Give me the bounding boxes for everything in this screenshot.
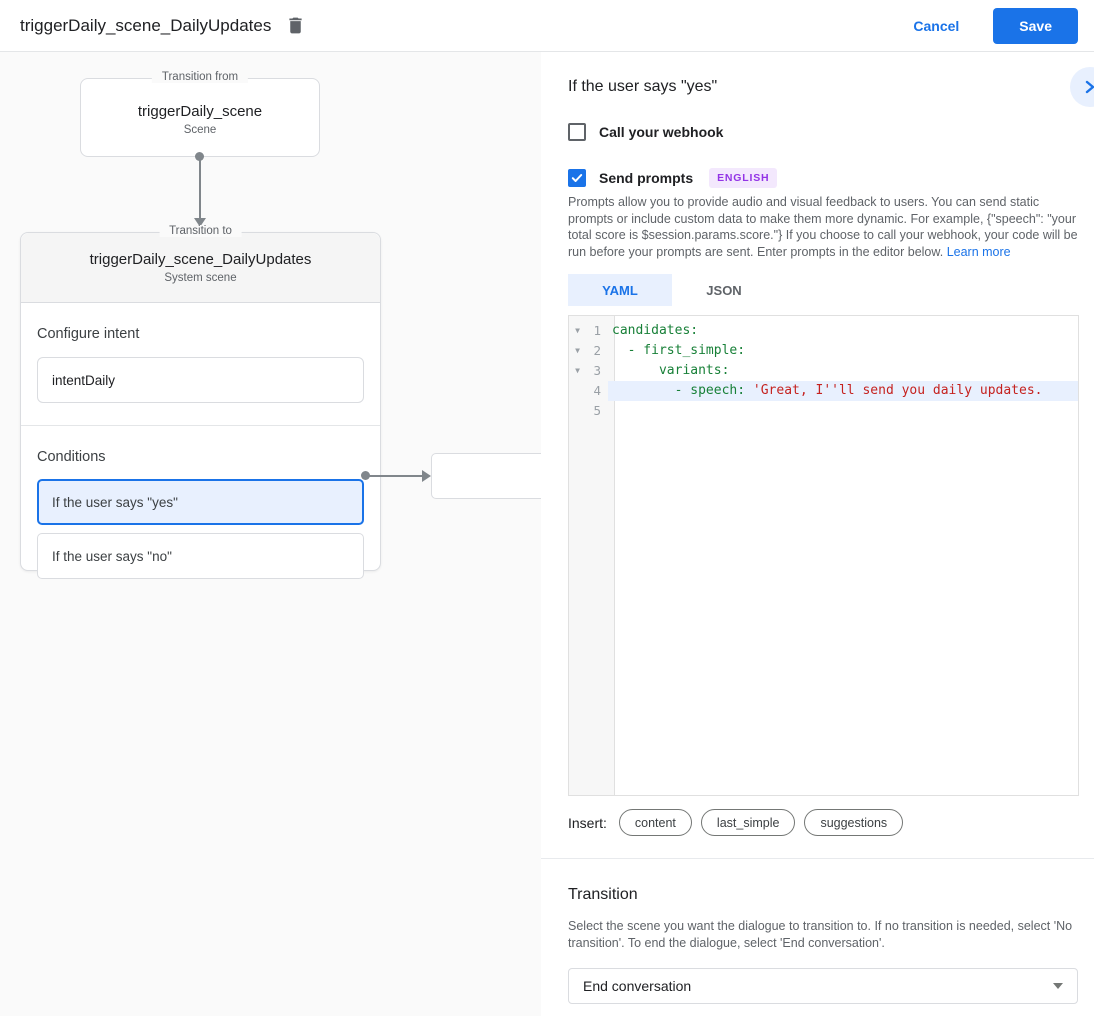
code-key: candidates: (612, 323, 699, 338)
scene-graph-canvas: Transition from triggerDaily_scene Scene… (0, 52, 541, 1016)
cancel-button[interactable]: Cancel (913, 17, 960, 34)
intent-field-value: intentDaily (52, 372, 116, 388)
code-line: ▼ 1 candidates: (569, 321, 1078, 341)
insert-last-simple-button[interactable]: last_simple (700, 809, 796, 836)
prompts-description: Prompts allow you to provide audio and v… (568, 194, 1082, 260)
trash-icon (289, 17, 302, 34)
language-badge: ENGLISH (709, 168, 778, 188)
prompts-description-text: Prompts allow you to provide audio and v… (568, 195, 1078, 259)
transition-to-node: Transition to triggerDaily_scene_DailyUp… (20, 225, 381, 579)
collapse-panel-button[interactable] (1070, 67, 1094, 107)
prompt-code-editor[interactable]: ▼ 1 candidates: ▼ 2 - first_simple: ▼ 3 … (568, 315, 1079, 796)
transition-target-node[interactable] (431, 453, 541, 499)
code-key: variants: (612, 363, 730, 378)
transition-select-value: End conversation (583, 978, 692, 994)
line-number: 5 (593, 403, 601, 418)
transition-heading: Transition (568, 886, 638, 903)
insert-content-button[interactable]: content (618, 809, 692, 836)
webhook-label: Call your webhook (599, 124, 724, 140)
from-scene-name: triggerDaily_scene (137, 103, 263, 120)
fold-arrow-icon[interactable]: ▼ (575, 366, 580, 375)
condition-details-panel: If the user says "yes" Call your webhook… (541, 52, 1094, 1016)
line-number: 1 (593, 323, 601, 338)
card-divider (21, 425, 380, 426)
transition-description: Select the scene you want the dialogue t… (568, 919, 1073, 950)
check-icon (571, 174, 583, 182)
line-number: 4 (593, 383, 601, 398)
condition-no[interactable]: If the user says "no" (37, 533, 364, 579)
connector-arrowhead-down (194, 218, 206, 227)
page-title: triggerDaily_scene_DailyUpdates (20, 15, 272, 35)
fold-arrow-icon (569, 401, 586, 421)
to-scene-name: triggerDaily_scene_DailyUpdates (89, 251, 312, 268)
scene-card-header: triggerDaily_scene_DailyUpdates System s… (21, 233, 380, 303)
connector-dot (195, 152, 204, 161)
fold-arrow-icon (569, 381, 586, 401)
connector-arrowhead-right (422, 470, 431, 482)
code-line: ▼ 2 - first_simple: (569, 341, 1078, 361)
condition-heading: If the user says "yes" (568, 78, 718, 95)
header: triggerDaily_scene_DailyUpdates Cancel S… (0, 0, 1094, 52)
code-line: ▼ 3 variants: (569, 361, 1078, 381)
code-string: 'Great, I''ll send you daily updates. (752, 383, 1043, 398)
fold-arrow-icon[interactable]: ▼ (575, 346, 580, 355)
connector-line-vertical (199, 157, 201, 219)
send-prompts-checkbox[interactable] (568, 169, 586, 187)
to-scene-type: System scene (164, 272, 237, 284)
dropdown-caret-icon (1053, 983, 1063, 989)
conditions-label: Conditions (37, 449, 106, 465)
call-webhook-row[interactable]: Call your webhook (568, 123, 723, 141)
from-scene-type: Scene (183, 124, 217, 136)
send-prompts-label: Send prompts (599, 170, 694, 186)
tab-json[interactable]: JSON (706, 282, 742, 298)
insert-label: Insert: (568, 814, 607, 831)
insert-suggestions-button[interactable]: suggestions (804, 809, 904, 836)
learn-more-link[interactable]: Learn more (946, 244, 1011, 259)
transition-to-legend: Transition to (159, 225, 242, 237)
save-button[interactable]: Save (993, 7, 1078, 44)
transition-select[interactable]: End conversation (568, 968, 1078, 1004)
fold-arrow-icon[interactable]: ▼ (575, 326, 580, 335)
transition-from-node[interactable]: Transition from triggerDaily_scene Scene (80, 71, 320, 157)
code-line-highlighted: 4 - speech: 'Great, I''ll send you daily… (569, 381, 1078, 401)
line-number: 2 (593, 343, 601, 358)
scene-card-body: Configure intent intentDaily Conditions … (21, 326, 380, 579)
configure-intent-label: Configure intent (37, 326, 140, 342)
line-number: 3 (593, 363, 601, 378)
send-prompts-row[interactable]: Send prompts ENGLISH (568, 168, 778, 188)
code-key: - speech: (612, 383, 753, 398)
transition-from-legend: Transition from (151, 71, 249, 83)
editor-format-tabs: YAML JSON (568, 274, 776, 306)
condition-connector-dot (361, 471, 370, 480)
condition-yes[interactable]: If the user says "yes" (37, 479, 364, 525)
code-key: - first_simple: (612, 343, 746, 358)
code-line: 5 (569, 401, 1078, 421)
intent-field[interactable]: intentDaily (37, 357, 364, 403)
chevron-right-icon (1085, 80, 1094, 94)
insert-toolbar: Insert: content last_simple suggestions (568, 809, 912, 836)
delete-scene-button[interactable] (285, 15, 306, 36)
section-divider (541, 858, 1094, 859)
tab-yaml[interactable]: YAML (568, 274, 672, 306)
webhook-checkbox[interactable] (568, 123, 586, 141)
connector-line-horizontal (366, 475, 424, 477)
